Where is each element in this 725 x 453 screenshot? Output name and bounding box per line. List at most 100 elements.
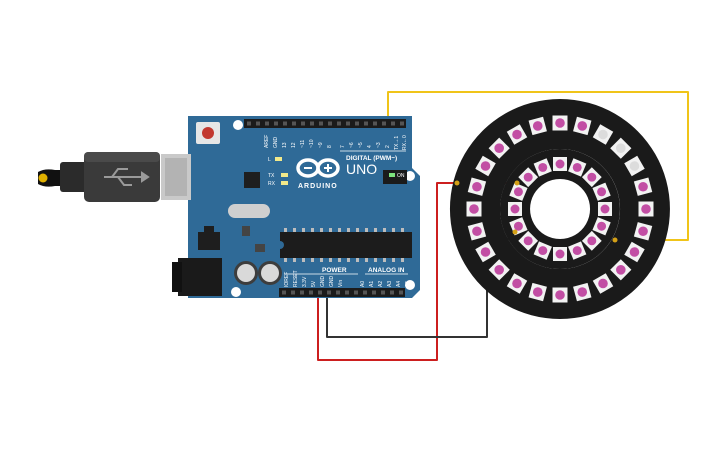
pin-label: AREF	[264, 135, 270, 148]
neopixel-led-light	[513, 221, 523, 231]
pin-socket[interactable]	[310, 121, 314, 126]
digital-pin-sockets[interactable]	[247, 121, 404, 126]
outer-ring-pad-data[interactable]	[612, 237, 618, 243]
pin-socket[interactable]	[274, 121, 278, 126]
inner-ring-pad-ground[interactable]	[512, 229, 518, 235]
pin-socket[interactable]	[382, 121, 386, 126]
neopixel-led-light	[598, 129, 608, 140]
pin-socket[interactable]	[309, 290, 313, 295]
outer-ring-pad-power[interactable]	[454, 180, 460, 186]
pin-label: 8	[327, 145, 333, 148]
pin-socket[interactable]	[400, 121, 404, 126]
pin-label: A4	[396, 281, 402, 287]
pin-label: A5	[405, 281, 411, 287]
pin-socket[interactable]	[345, 290, 349, 295]
pin-socket[interactable]	[390, 290, 394, 295]
inner-ring-pixels	[508, 157, 612, 261]
pin-socket[interactable]	[282, 290, 286, 295]
neopixel-led-light	[597, 187, 607, 197]
pin-socket[interactable]	[327, 290, 331, 295]
neopixel-led-light	[472, 181, 482, 192]
pin-socket[interactable]	[291, 290, 295, 295]
pin-socket[interactable]	[292, 121, 296, 126]
pin-socket[interactable]	[301, 121, 305, 126]
usb-symbol-icon	[104, 168, 150, 186]
pin-socket[interactable]	[318, 290, 322, 295]
pin-label: Vin	[338, 280, 344, 287]
pin-socket[interactable]	[399, 290, 403, 295]
neopixel-led-light	[600, 204, 610, 214]
mounting-hole	[405, 171, 415, 181]
rx-led-icon	[281, 181, 288, 185]
mounting-hole	[405, 280, 415, 290]
neopixel-led-light	[510, 204, 520, 214]
pin-label: 13	[282, 142, 288, 148]
power-pin-sockets[interactable]	[282, 290, 403, 295]
pin-socket[interactable]	[373, 121, 377, 126]
neopixel-led-light	[616, 143, 626, 153]
pin-socket[interactable]	[328, 121, 332, 126]
pin-socket[interactable]	[336, 290, 340, 295]
neopixel-led-light	[638, 181, 648, 192]
pin-label: GND	[273, 137, 279, 149]
pin-label: 7	[340, 145, 346, 148]
neopixel-led-light	[641, 204, 651, 214]
neopixel-led-light	[638, 226, 648, 237]
pin-socket[interactable]	[391, 121, 395, 126]
pin-socket[interactable]	[372, 290, 376, 295]
power-pin-labels: IOREF RESET 3.3V 5V GND GND Vin	[284, 270, 344, 287]
neopixel-led-light	[587, 172, 597, 182]
pin-socket[interactable]	[256, 121, 260, 126]
pin-socket[interactable]	[364, 121, 368, 126]
pin-socket[interactable]	[381, 290, 385, 295]
arduino-uno-board[interactable]: ARDUINO UNO ON L TX RX AREF GND 13 12 ~1…	[161, 116, 420, 298]
usb-cable[interactable]	[38, 152, 160, 202]
pin-socket[interactable]	[283, 121, 287, 126]
digital-pin-labels: AREF GND 13 12 ~11 ~10 ~9 8 7 ~6 ~5 4 ~3…	[264, 135, 408, 150]
neopixel-led-light	[598, 278, 608, 289]
neopixel-led-light	[469, 204, 479, 214]
pin-socket[interactable]	[300, 290, 304, 295]
pin-label: IOREF	[284, 272, 290, 287]
on-label: ON	[397, 173, 405, 179]
usb-cable-end-icon	[38, 173, 48, 183]
pin-label: A2	[378, 281, 384, 287]
power-analog-header	[279, 288, 405, 297]
reset-button-cap[interactable]	[202, 127, 214, 139]
power-jack	[178, 258, 222, 296]
pin-socket[interactable]	[354, 290, 358, 295]
arduino-logo-icon	[296, 158, 340, 178]
neopixel-ring-inner[interactable]	[499, 149, 620, 269]
analog-header-label: ANALOG IN	[368, 267, 405, 274]
inner-ring-pad-power[interactable]	[514, 180, 520, 186]
neopixel-ring-outer[interactable]	[449, 99, 670, 319]
l-led-icon	[275, 157, 282, 161]
neopixel-led-light	[555, 159, 565, 169]
neopixel-led-light	[555, 290, 565, 300]
neopixel-led-light	[494, 265, 504, 275]
pin-label: ~5	[358, 142, 364, 148]
pin-socket[interactable]	[319, 121, 323, 126]
neopixel-led-light	[523, 172, 533, 182]
pin-label: 4	[367, 145, 373, 148]
pin-socket[interactable]	[355, 121, 359, 126]
pin-socket[interactable]	[265, 121, 269, 126]
l-label: L	[268, 157, 271, 163]
pin-socket[interactable]	[363, 290, 367, 295]
neopixel-led-light	[532, 287, 543, 297]
pin-label: ~9	[318, 142, 324, 148]
pin-socket[interactable]	[346, 121, 350, 126]
neopixel-led-light	[523, 236, 533, 246]
pin-socket[interactable]	[247, 121, 251, 126]
pin-label: TX→1	[394, 136, 400, 150]
analog-pin-labels: A0 A1 A2 A3 A4 A5	[360, 281, 411, 287]
neopixel-led-light	[538, 246, 548, 256]
pin-label: A1	[369, 281, 375, 287]
usb-chip	[244, 172, 260, 188]
pin-label: A3	[387, 281, 393, 287]
pin-socket[interactable]	[337, 121, 341, 126]
neopixel-led-light	[480, 161, 491, 171]
neopixel-led-light	[538, 162, 548, 172]
pin-label: RESET	[293, 270, 299, 287]
